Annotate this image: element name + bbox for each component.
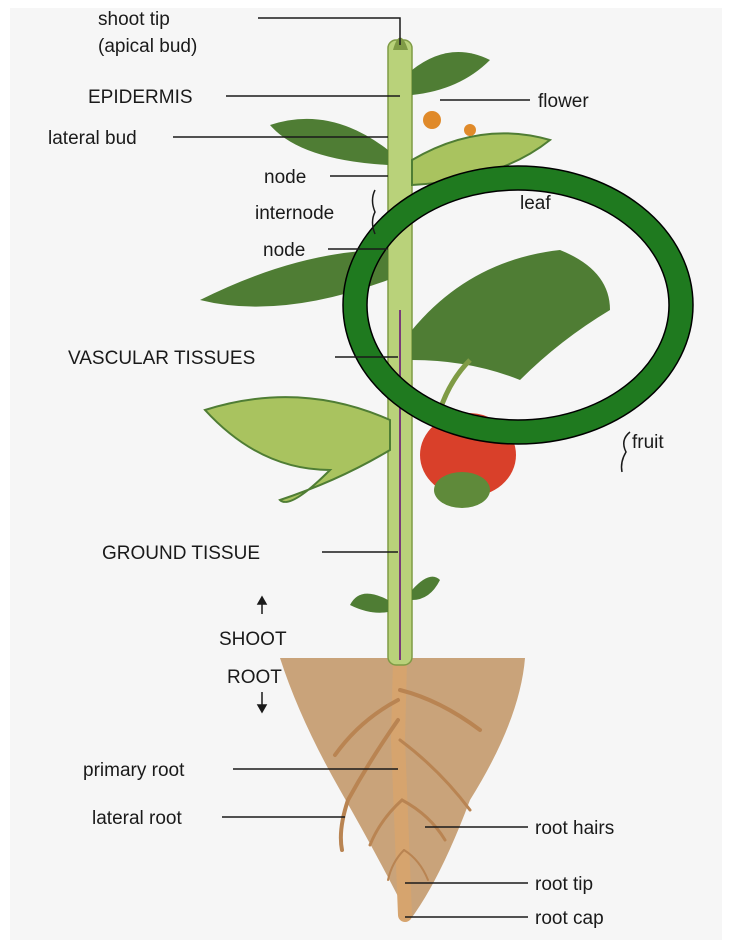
label-root-cap: root cap — [535, 908, 604, 929]
label-root: ROOT — [227, 667, 282, 688]
label-primary-root: primary root — [83, 760, 185, 781]
unripe-fruit — [434, 472, 490, 508]
label-internode: internode — [255, 203, 334, 224]
label-node-upper: node — [264, 167, 306, 188]
label-node-lower: node — [263, 240, 305, 261]
label-fruit: fruit — [632, 432, 664, 453]
label-apical-bud: (apical bud) — [98, 36, 197, 57]
label-lateral-root: lateral root — [92, 808, 182, 829]
label-root-tip: root tip — [535, 874, 593, 895]
label-ground-tissue: GROUND TISSUE — [102, 543, 260, 564]
label-shoot-tip: shoot tip — [98, 9, 170, 30]
label-epidermis: EPIDERMIS — [88, 87, 193, 108]
label-shoot: SHOOT — [219, 629, 287, 650]
label-leaf: leaf — [520, 193, 551, 214]
flower — [423, 111, 441, 129]
primary-root — [398, 660, 405, 915]
label-vascular-tissues: VASCULAR TISSUES — [68, 348, 255, 369]
label-root-hairs: root hairs — [535, 818, 614, 839]
label-flower: flower — [538, 91, 589, 112]
label-lateral-bud: lateral bud — [48, 128, 137, 149]
flower — [464, 124, 476, 136]
